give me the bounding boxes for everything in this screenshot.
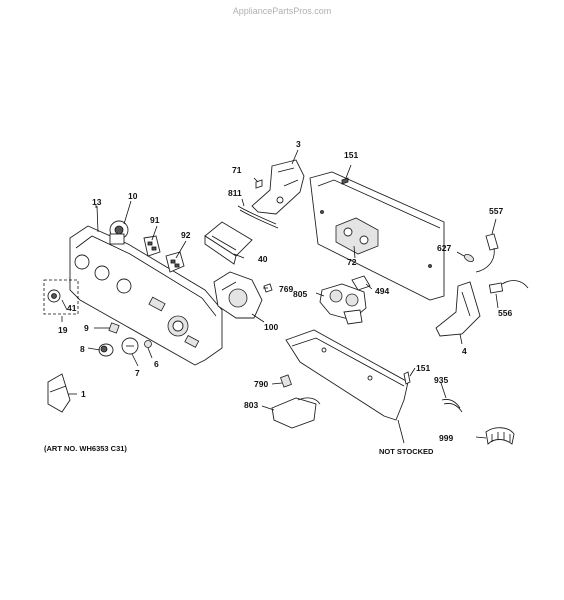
end-cap-3-part (251, 159, 305, 215)
art-number-label: (ART NO. WH6353 C31) (44, 444, 127, 453)
label-71: 71 (232, 165, 242, 175)
water-valve-805-part (319, 283, 367, 325)
circuit-board-40-part (204, 221, 253, 265)
label-769: 769 (279, 284, 293, 294)
leader-lines (61, 149, 499, 444)
label-9: 9 (84, 323, 89, 333)
label-8: 8 (80, 344, 85, 354)
label-4: 4 (462, 346, 467, 356)
label-494: 494 (375, 286, 389, 296)
label-935: 935 (434, 375, 448, 385)
wire-935-part (441, 399, 463, 413)
label-92: 92 (181, 230, 191, 240)
watermark: AppliancePartsPros.com (233, 6, 332, 16)
manual-1-part (47, 373, 71, 413)
part-9 (108, 322, 120, 334)
label-803: 803 (244, 400, 258, 410)
rear-cover-part (285, 329, 409, 421)
part-6 (144, 340, 152, 348)
kit-19-part (43, 279, 79, 315)
part-627 (464, 253, 474, 263)
housing-100-part (213, 271, 263, 319)
knob-switch-part (109, 220, 129, 245)
part-557 (475, 233, 499, 273)
part-790 (280, 374, 292, 388)
label-40: 40 (258, 254, 268, 264)
label-3: 3 (296, 139, 301, 149)
part-999 (485, 427, 515, 445)
control-panel-part (69, 225, 223, 366)
label-151-right: 151 (416, 363, 430, 373)
label-6: 6 (154, 359, 159, 369)
end-cap-4-part (435, 281, 481, 337)
part-494 (351, 275, 371, 291)
label-790: 790 (254, 379, 268, 389)
label-556: 556 (498, 308, 512, 318)
knob-8-part (98, 343, 114, 357)
clip-151-part (341, 177, 349, 185)
not-stocked-label: NOT STOCKED (379, 447, 434, 456)
label-100: 100 (264, 322, 278, 332)
label-805: 805 (293, 289, 307, 299)
label-627: 627 (437, 243, 451, 253)
label-41: 41 (67, 303, 77, 313)
switch-91-part (143, 235, 161, 257)
label-10: 10 (128, 191, 138, 201)
label-999: 999 (439, 433, 453, 443)
wire-harness-811-part (237, 205, 279, 229)
label-151-top: 151 (344, 150, 358, 160)
label-811: 811 (228, 188, 242, 198)
backsplash-72-part (309, 171, 445, 301)
label-19: 19 (58, 325, 68, 335)
part-556 (488, 280, 529, 294)
label-13: 13 (92, 197, 102, 207)
label-7: 7 (135, 368, 140, 378)
part-803 (271, 397, 321, 429)
switch-92-part (165, 251, 185, 273)
label-72: 72 (347, 257, 357, 267)
label-557: 557 (489, 206, 503, 216)
label-1: 1 (81, 389, 86, 399)
knob-7-part (121, 337, 139, 355)
screw-151-part (403, 371, 411, 385)
label-91: 91 (150, 215, 160, 225)
